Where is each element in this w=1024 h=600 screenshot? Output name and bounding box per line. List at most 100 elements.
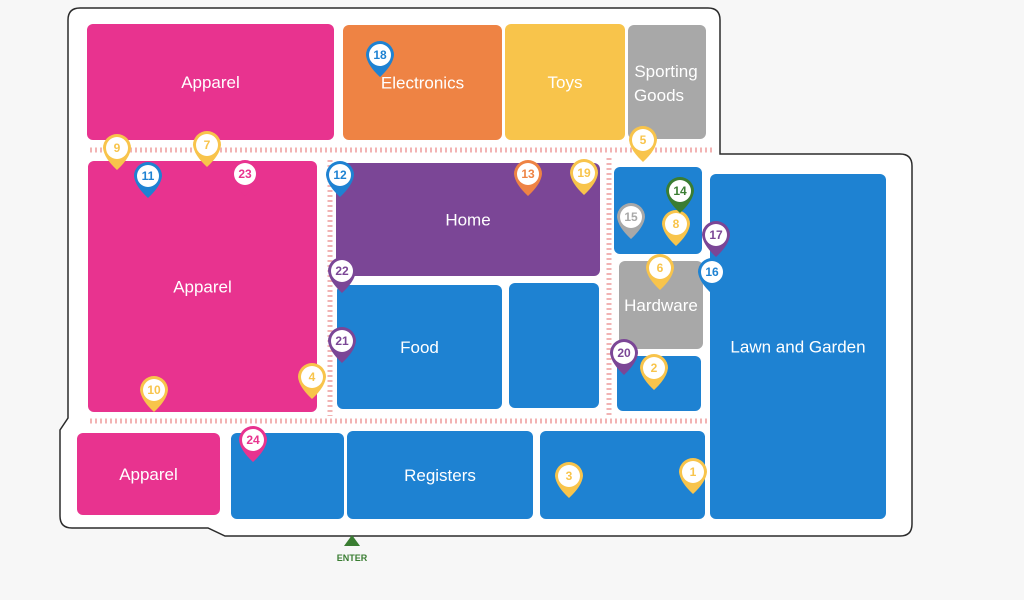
map-pin-10[interactable]: 10 <box>140 376 168 412</box>
map-pin-9[interactable]: 9 <box>103 134 131 170</box>
map-pin-22[interactable]: 22 <box>328 257 356 293</box>
zone-label: Electronics <box>381 74 464 93</box>
map-pin-number: 14 <box>673 184 687 198</box>
map-pin-6[interactable]: 6 <box>646 254 674 290</box>
map-pin-face <box>143 379 165 401</box>
zone-home[interactable]: Home <box>336 163 600 276</box>
zone-apparel-bottom[interactable]: Apparel <box>77 433 220 515</box>
zone-label: Food <box>400 338 439 357</box>
map-pin-12[interactable]: 12 <box>326 161 354 197</box>
map-pin-16[interactable]: 16 <box>698 258 726 294</box>
map-pin-17[interactable]: 17 <box>702 221 730 257</box>
entrance[interactable]: ENTER <box>337 535 368 563</box>
zone-hardware[interactable]: Hardware <box>619 261 703 349</box>
map-pin-number: 15 <box>624 210 638 224</box>
map-pin-face <box>558 465 580 487</box>
map-pin-face <box>643 357 665 379</box>
map-pin-face <box>329 164 351 186</box>
entrance-arrow-icon <box>344 535 360 546</box>
map-pin-19[interactable]: 19 <box>570 159 598 195</box>
map-pin-face <box>331 330 353 352</box>
zone-shape <box>540 431 705 519</box>
zone-label: Sporting <box>634 62 697 81</box>
map-pin-1[interactable]: 1 <box>679 458 707 494</box>
zone-shape <box>347 431 533 519</box>
map-pin-3[interactable]: 3 <box>555 462 583 498</box>
map-pin-24[interactable]: 24 <box>239 426 267 462</box>
zone-shape <box>336 163 600 276</box>
map-pin-face <box>234 163 256 185</box>
zone-shape <box>88 161 317 412</box>
zone-lawn-garden[interactable]: Lawn and Garden <box>710 174 886 519</box>
map-pin-8[interactable]: 8 <box>662 210 690 246</box>
map-pin-number: 4 <box>309 370 316 384</box>
zone-electronics[interactable]: Electronics <box>343 25 502 140</box>
zone-food[interactable]: Food <box>337 285 502 409</box>
map-pin-face <box>620 206 642 228</box>
map-pin-face <box>705 224 727 246</box>
map-pin-number: 10 <box>147 383 161 397</box>
map-pin-18[interactable]: 18 <box>366 41 394 77</box>
map-pin-face <box>106 137 128 159</box>
zone-label: Hardware <box>624 296 698 315</box>
map-pin-15[interactable]: 15 <box>617 203 645 239</box>
map-pin-face <box>196 134 218 156</box>
map-pin-14[interactable]: 14 <box>666 177 694 213</box>
zone-shape <box>77 433 220 515</box>
map-pin-face <box>517 163 539 185</box>
map-pin-number: 13 <box>521 167 535 181</box>
zone-shape <box>505 24 625 140</box>
map-pin-face <box>665 213 687 235</box>
zone-apparel-left[interactable]: Apparel <box>88 161 317 412</box>
map-pin-11[interactable]: 11 <box>134 162 162 198</box>
map-pin-face <box>701 261 723 283</box>
map-pin-face <box>682 461 704 483</box>
map-pin-20[interactable]: 20 <box>610 339 638 375</box>
map-pin-number: 1 <box>690 465 697 479</box>
zone-label: Toys <box>548 73 583 92</box>
map-pin-number: 23 <box>238 167 252 181</box>
map-pin-number: 6 <box>657 261 664 275</box>
map-pin-number: 5 <box>640 133 647 147</box>
zone-toys[interactable]: Toys <box>505 24 625 140</box>
aisles <box>90 147 712 424</box>
map-pin-number: 20 <box>617 346 631 360</box>
zone-food-side[interactable] <box>509 283 599 408</box>
map-pin-7[interactable]: 7 <box>193 131 221 167</box>
map-pin-5[interactable]: 5 <box>629 126 657 162</box>
map-pin-number: 21 <box>335 334 349 348</box>
map-pin-number: 17 <box>709 228 723 242</box>
map-pin-face <box>613 342 635 364</box>
map-pin-number: 24 <box>246 433 260 447</box>
zone-apparel-top[interactable]: Apparel <box>87 24 334 140</box>
map-pin-2[interactable]: 2 <box>640 354 668 390</box>
map-pin-face <box>301 366 323 388</box>
map-pin-number: 18 <box>373 48 387 62</box>
map-pin-4[interactable]: 4 <box>298 363 326 399</box>
map-pin-21[interactable]: 21 <box>328 327 356 363</box>
map-pin-face <box>573 162 595 184</box>
zone-label: Registers <box>404 466 476 485</box>
map-pin-face <box>369 44 391 66</box>
map-pin-number: 3 <box>566 469 573 483</box>
zone-label: Lawn and Garden <box>730 338 865 357</box>
zone-shape <box>628 25 706 139</box>
map-pin-number: 22 <box>335 264 349 278</box>
map-pin-number: 19 <box>577 166 591 180</box>
map-pin-face <box>649 257 671 279</box>
map-pin-number: 7 <box>204 138 211 152</box>
zone-label: Apparel <box>173 278 232 297</box>
zone-label: Home <box>445 211 490 230</box>
zone-registers[interactable]: Registers <box>347 431 533 519</box>
map-pin-face <box>137 165 159 187</box>
zone-shape <box>619 261 703 349</box>
map-pin-number: 11 <box>142 169 155 183</box>
zone-checkout-right[interactable] <box>540 431 705 519</box>
map-pin-number: 2 <box>651 361 658 375</box>
zone-shape <box>710 174 886 519</box>
map-pin-23[interactable]: 23 <box>231 160 259 196</box>
map-pin-13[interactable]: 13 <box>514 160 542 196</box>
